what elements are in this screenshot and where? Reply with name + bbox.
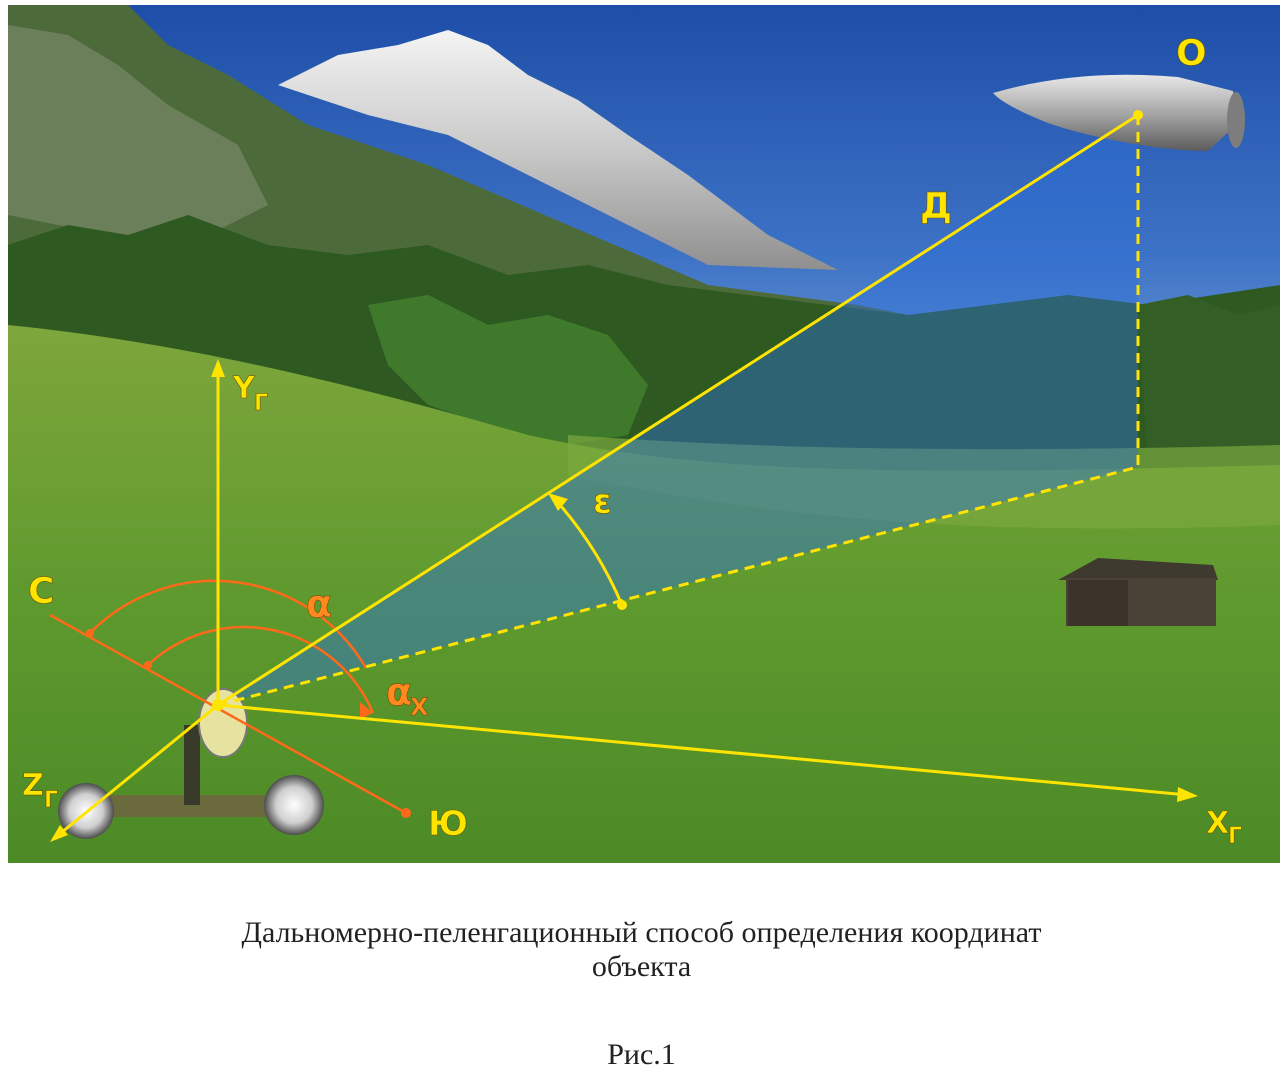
north-label: С [28, 571, 54, 612]
hut-icon [1058, 558, 1218, 626]
radar-antenna-icon [58, 688, 324, 839]
figure-caption: Дальномерно-пеленгационный способ опреде… [0, 916, 1283, 984]
meadow [8, 325, 1280, 863]
azimuth-x-arc-start [144, 661, 152, 669]
range-label: Д [920, 186, 952, 227]
axis-z-arrow [50, 825, 68, 842]
elevation-arc-end [617, 600, 627, 610]
ground-projection-line [217, 465, 1139, 707]
meadow-far [568, 435, 1280, 529]
azimuth-arc-alpha-x [147, 625, 375, 714]
origin-point [212, 699, 224, 711]
figure-number: Рис.1 [607, 1038, 676, 1071]
diagram-canvas: О Д ε С Ю α α X Y Г X Г Z Г [8, 5, 1280, 863]
axis-x-label: X [1206, 806, 1229, 841]
axis-x-arrow [1177, 787, 1198, 802]
bearing-line [49, 613, 407, 815]
axis-z-subscript: Г [44, 788, 58, 813]
caption-line-2: объекта [591, 950, 692, 983]
elevation-label: ε [593, 482, 612, 522]
azimuth-x-subscript: X [410, 693, 429, 721]
object-point [1133, 110, 1143, 120]
axis-y-label: Y [232, 371, 256, 406]
south-label: Ю [428, 804, 468, 844]
axis-y-arrow [211, 359, 225, 377]
bearing-point-south [401, 808, 411, 818]
axis-x-line [217, 703, 1189, 797]
axis-z-line [55, 703, 219, 839]
azimuth-arc-start [86, 629, 94, 637]
object-label: О [1176, 33, 1207, 74]
missile-icon [993, 74, 1245, 151]
elevation-arc-arrow [548, 493, 568, 511]
axis-x-subscript: Г [1228, 824, 1242, 849]
caption-line-1: Дальномерно-пеленгационный способ опреде… [241, 916, 1042, 949]
arrow-alpha-x [360, 702, 373, 719]
azimuth-arc-alpha [89, 579, 368, 669]
azimuth-label: α [306, 582, 332, 626]
diagram-figure: О Д ε С Ю α α X Y Г X Г Z Г [8, 5, 1280, 863]
azimuth-x-label: α [386, 670, 412, 714]
axis-z-label: Z [22, 768, 44, 803]
axis-y-subscript: Г [254, 391, 268, 416]
range-line [217, 113, 1139, 707]
